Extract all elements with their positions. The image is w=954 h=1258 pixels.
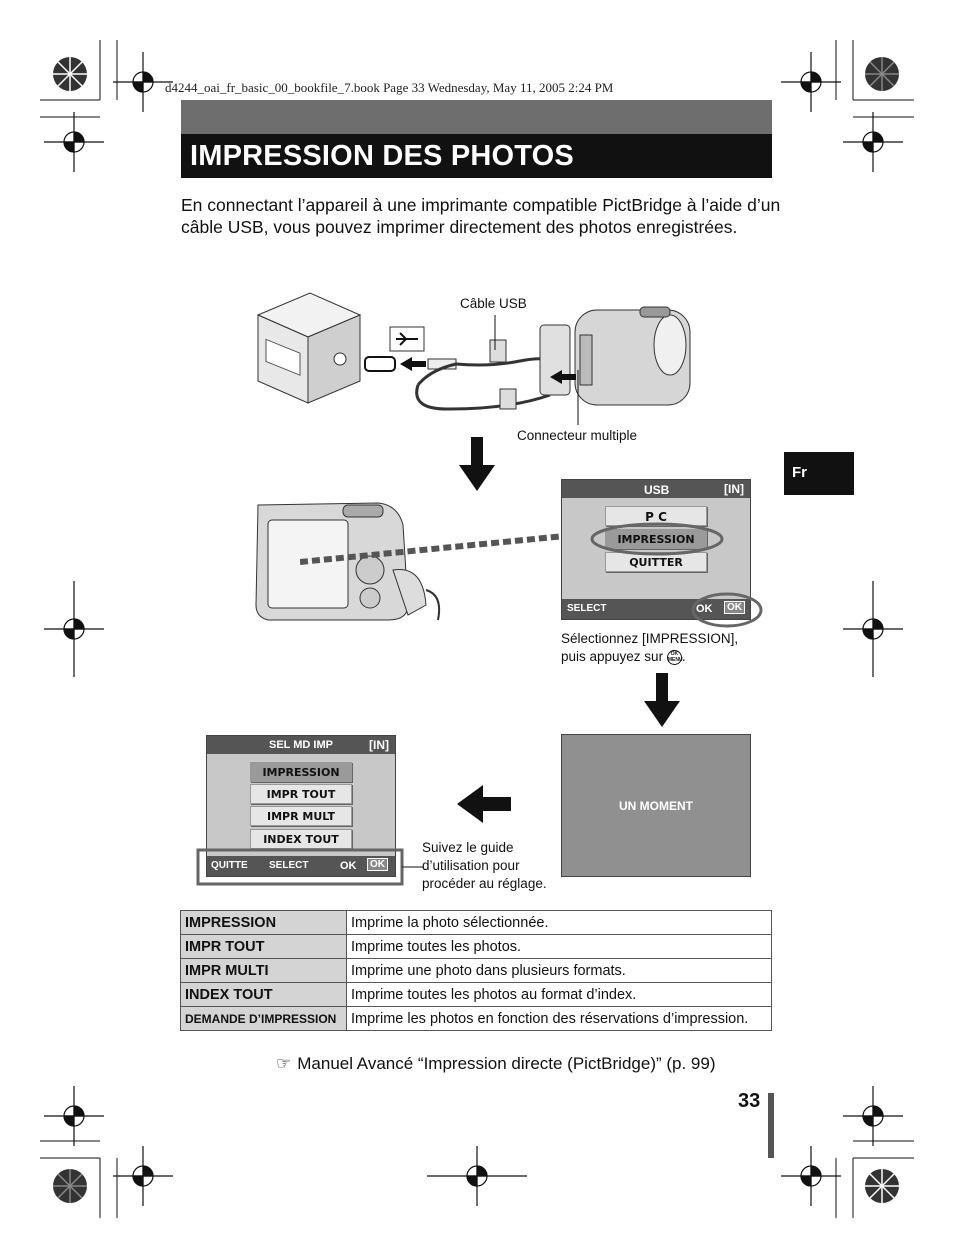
table-row: IMPRESSION Imprime la photo sélectionnée… xyxy=(180,910,772,935)
print-mode-screen: SEL MD IMP [IN] IMPRESSION IMPR TOUT IMP… xyxy=(206,735,396,877)
follow-guide-line3: procéder au réglage. xyxy=(422,876,547,891)
usb-screen-title-bar: USB [IN] xyxy=(562,480,750,498)
option-key: IMPRESSION xyxy=(180,910,347,935)
option-desc: Imprime toutes les photos au format d’in… xyxy=(346,982,772,1007)
usb-screen-footer: SELECT OK OK xyxy=(562,599,750,619)
arrow-down-icon xyxy=(644,673,680,727)
print-options-table: IMPRESSION Imprime la photo sélectionnée… xyxy=(180,910,772,1031)
table-row: DEMANDE D’IMPRESSION Imprime les photos … xyxy=(180,1006,772,1031)
follow-guide-line2: d’utilisation pour xyxy=(422,858,520,873)
usb-mode-screen: USB [IN] P C IMPRESSION QUITTER SELECT O… xyxy=(561,479,751,620)
footer-ok-label: OK xyxy=(340,860,357,872)
footer-select-label: SELECT xyxy=(567,603,607,614)
ok-key-icon: OK xyxy=(724,601,745,614)
highlight-ellipses xyxy=(590,522,763,628)
title-band: IMPRESSION DES PHOTOS xyxy=(181,100,772,178)
option-key: INDEX TOUT xyxy=(180,982,347,1007)
select-print-line2-row: puis appuyez sur OK MENU. xyxy=(561,649,686,665)
mode-screen-footer: QUITTE SELECT OK OK xyxy=(207,856,395,876)
follow-guide-note: Suivez le guide d’utilisation pour procé… xyxy=(422,839,572,893)
printer-cable-camera-illustration xyxy=(256,292,691,411)
page-number-bar xyxy=(768,1093,774,1158)
follow-guide-line1: Suivez le guide xyxy=(422,840,514,855)
usb-cable-label: Câble USB xyxy=(460,296,527,311)
pointing-hand-icon: ☞ xyxy=(276,1054,292,1073)
ok-key-icon: OK xyxy=(367,858,388,871)
option-desc: Imprime toutes les photos. xyxy=(346,934,772,959)
option-desc: Imprime les photos en fonction des réser… xyxy=(346,1006,772,1031)
camera-side-illustration xyxy=(539,306,691,406)
page-number: 33 xyxy=(738,1090,761,1112)
footer-select-label: SELECT xyxy=(269,860,309,871)
table-row: IMPR MULTI Imprime une photo dans plusie… xyxy=(180,958,772,983)
menu-item-index-tout[interactable]: INDEX TOUT xyxy=(250,829,352,849)
select-print-line2: puis appuyez sur xyxy=(561,649,664,664)
ok-menu-button-icon: OK MENU xyxy=(666,649,683,665)
option-desc: Imprime la photo sélectionnée. xyxy=(346,910,772,935)
intro-paragraph: En connectant l’appareil à une imprimant… xyxy=(181,195,781,237)
usb-screen-title: USB xyxy=(644,483,670,497)
option-key: IMPR TOUT xyxy=(180,934,347,959)
menu-item-impr-mult[interactable]: IMPR MULT xyxy=(250,806,352,826)
footer-quit-label: QUITTE xyxy=(211,860,248,871)
footer-ok-label: OK xyxy=(696,603,713,615)
memory-badge: [IN] xyxy=(724,482,744,496)
memory-badge: [IN] xyxy=(369,738,389,752)
wait-screen-text: UN MOMENT xyxy=(619,799,693,813)
menu-item-quitter[interactable]: QUITTER xyxy=(605,552,707,572)
multi-connector-label: Connecteur multiple xyxy=(517,428,638,443)
page-title: IMPRESSION DES PHOTOS xyxy=(190,140,574,172)
option-key: IMPR MULTI xyxy=(180,958,347,983)
menu-item-impression[interactable]: IMPRESSION xyxy=(605,529,707,549)
mode-screen-title-bar: SEL MD IMP [IN] xyxy=(207,736,395,754)
arrow-left-icon xyxy=(457,785,511,823)
footer-highlight-box xyxy=(196,848,424,886)
table-row: INDEX TOUT Imprime toutes les photos au … xyxy=(180,982,772,1007)
menu-item-pc[interactable]: P C xyxy=(605,506,707,526)
table-row: IMPR TOUT Imprime toutes les photos. xyxy=(180,934,772,959)
reference-text: Manuel Avancé “Impression directe (PictB… xyxy=(297,1054,716,1073)
dashed-pointer-line xyxy=(300,531,586,565)
mode-screen-title: SEL MD IMP xyxy=(269,739,333,751)
select-print-instruction: Sélectionnez [IMPRESSION], puis appuyez … xyxy=(561,630,761,666)
menu-item-impr-tout[interactable]: IMPR TOUT xyxy=(250,784,352,804)
arrow-down-icon xyxy=(459,437,495,491)
connector-leader-lines xyxy=(494,315,579,425)
select-print-line1: Sélectionnez [IMPRESSION], xyxy=(561,631,739,646)
wait-screen: UN MOMENT xyxy=(561,734,751,877)
option-desc: Imprime une photo dans plusieurs formats… xyxy=(346,958,772,983)
reference-line: ☞ Manuel Avancé “Impression directe (Pict… xyxy=(276,1054,716,1074)
language-tab: Fr xyxy=(784,452,854,495)
book-header-info: d4244_oai_fr_basic_00_bookfile_7.book Pa… xyxy=(165,80,614,95)
option-key: DEMANDE D’IMPRESSION xyxy=(180,1006,347,1031)
printer-illustration xyxy=(256,292,362,404)
menu-item-impression[interactable]: IMPRESSION xyxy=(250,762,352,782)
title-band-top xyxy=(181,100,772,134)
